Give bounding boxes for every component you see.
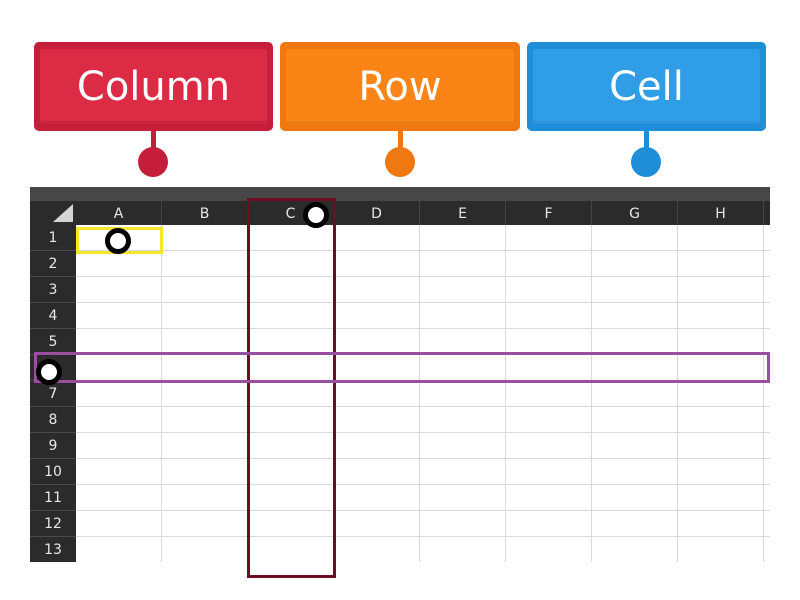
grid-row-line — [76, 536, 770, 537]
column-header-b[interactable]: B — [162, 201, 248, 225]
row-header-13[interactable]: 13 — [30, 537, 76, 562]
column-marker — [303, 202, 329, 228]
row-label-bevel — [286, 49, 514, 124]
column-header-e[interactable]: E — [420, 201, 506, 225]
select-all-triangle-icon — [53, 204, 73, 222]
grid-column-line — [763, 225, 764, 562]
row-header-10[interactable]: 10 — [30, 459, 76, 485]
row-pin-dot — [385, 147, 415, 177]
grid-column-line — [505, 225, 506, 562]
row-header-1[interactable]: 1 — [30, 225, 76, 251]
row-header-8[interactable]: 8 — [30, 407, 76, 433]
row-label-text: Row — [358, 63, 442, 110]
cell-label-text: Cell — [609, 63, 684, 110]
row-header-9[interactable]: 9 — [30, 433, 76, 459]
cell-pin-dot — [631, 147, 661, 177]
column-label-bevel — [40, 49, 267, 124]
row-marker — [36, 359, 62, 385]
grid-row-line — [76, 302, 770, 303]
row-header-11[interactable]: 11 — [30, 485, 76, 511]
grid-column-line — [419, 225, 420, 562]
grid-row-line — [76, 328, 770, 329]
cell-connector — [644, 131, 649, 151]
grid-row-line — [76, 458, 770, 459]
grid-column-line — [591, 225, 592, 562]
column-pin-dot — [138, 147, 168, 177]
row-header-4[interactable]: 4 — [30, 303, 76, 329]
column-header-g[interactable]: G — [592, 201, 678, 225]
row-header-12[interactable]: 12 — [30, 511, 76, 537]
cell-grid[interactable] — [76, 225, 770, 562]
grid-column-line — [677, 225, 678, 562]
row-6-highlight — [34, 352, 770, 383]
cell-marker — [105, 228, 131, 254]
row-header-7[interactable]: 7 — [30, 381, 76, 407]
column-header-a[interactable]: A — [76, 201, 162, 225]
grid-column-line — [161, 225, 162, 562]
grid-row-line — [76, 276, 770, 277]
column-label-text: Column — [76, 63, 231, 110]
grid-row-line — [76, 510, 770, 511]
grid-row-line — [76, 250, 770, 251]
column-header-f[interactable]: F — [506, 201, 592, 225]
grid-row-line — [76, 484, 770, 485]
cell-label-bevel — [533, 49, 760, 124]
column-header-h[interactable]: H — [678, 201, 764, 225]
grid-row-line — [76, 406, 770, 407]
row-header-3[interactable]: 3 — [30, 277, 76, 303]
column-label-button[interactable]: Column — [34, 42, 273, 131]
column-c-highlight — [247, 198, 336, 578]
row-header-2[interactable]: 2 — [30, 251, 76, 277]
row-connector — [398, 131, 403, 151]
select-all-corner[interactable] — [30, 201, 76, 225]
column-header-d[interactable]: D — [334, 201, 420, 225]
column-connector — [151, 131, 156, 151]
sheet-top-bar — [30, 187, 770, 201]
cell-label-button[interactable]: Cell — [527, 42, 766, 131]
row-label-button[interactable]: Row — [280, 42, 520, 131]
grid-row-line — [76, 432, 770, 433]
